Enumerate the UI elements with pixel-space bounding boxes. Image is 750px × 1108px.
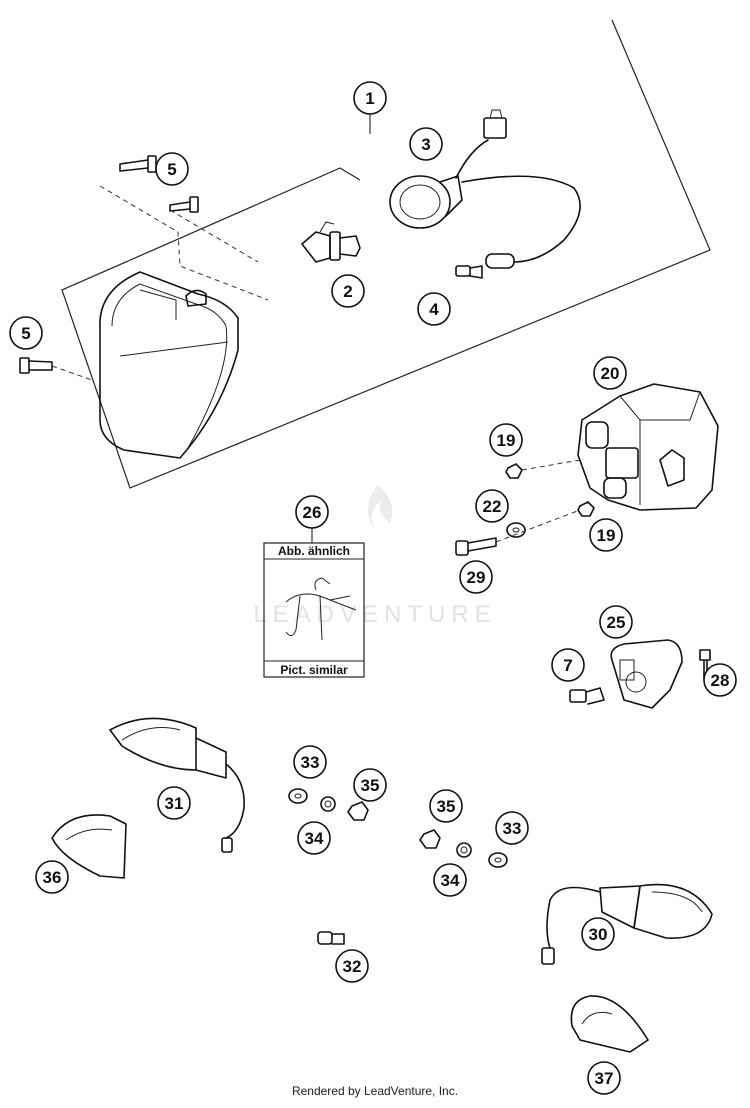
callout-32: 32 bbox=[335, 949, 369, 983]
callout-3: 3 bbox=[409, 127, 443, 161]
callout-36: 36 bbox=[35, 860, 69, 894]
svg-text:22: 22 bbox=[483, 497, 502, 516]
svg-text:35: 35 bbox=[361, 776, 380, 795]
svg-text:32: 32 bbox=[343, 957, 362, 976]
callout-25: 25 bbox=[599, 605, 633, 639]
callout-31: 31 bbox=[157, 786, 191, 820]
headlight-housing bbox=[99, 271, 239, 459]
assembly-frame bbox=[61, 19, 711, 489]
svg-text:19: 19 bbox=[597, 526, 616, 545]
headlight-bracket bbox=[577, 383, 719, 511]
bulb-32 bbox=[317, 931, 345, 945]
license-plate-light bbox=[610, 639, 683, 709]
turn-signal-right bbox=[541, 883, 713, 965]
svg-text:31: 31 bbox=[165, 794, 184, 813]
svg-text:5: 5 bbox=[21, 324, 30, 343]
watermark: LEADVENTURE bbox=[253, 485, 496, 628]
svg-text:26: 26 bbox=[303, 503, 322, 522]
nut-19-lower bbox=[577, 501, 595, 517]
turn-signal-lens-right bbox=[570, 995, 649, 1053]
washer-33-left bbox=[288, 788, 308, 804]
callout-2: 2 bbox=[331, 274, 365, 308]
callout-7: 7 bbox=[551, 648, 585, 682]
inset-top-label: Abb. ähnlich bbox=[278, 544, 350, 558]
svg-text:19: 19 bbox=[497, 431, 516, 450]
svg-text:33: 33 bbox=[301, 753, 320, 772]
callout-4: 4 bbox=[417, 292, 451, 326]
svg-text:34: 34 bbox=[441, 871, 460, 890]
nut-35-right bbox=[419, 829, 441, 849]
svg-text:29: 29 bbox=[467, 568, 486, 587]
wiring-harness-inset: Abb. ähnlich Pict. similar bbox=[263, 542, 365, 678]
nut-35-left bbox=[347, 801, 369, 821]
washer-33-right bbox=[488, 852, 508, 868]
svg-text:4: 4 bbox=[429, 300, 439, 319]
footer-credit: Rendered by LeadVenture, Inc. bbox=[291, 1084, 459, 1098]
watermark-text: LEADVENTURE bbox=[253, 601, 496, 628]
callout-34-left: 34 bbox=[297, 821, 331, 855]
callout-19-upper: 19 bbox=[489, 423, 523, 457]
callout-20: 20 bbox=[593, 356, 627, 390]
svg-text:30: 30 bbox=[589, 925, 608, 944]
svg-text:2: 2 bbox=[343, 282, 352, 301]
svg-text:35: 35 bbox=[437, 797, 456, 816]
callout-26: 26 bbox=[295, 495, 329, 543]
callout-35-right: 35 bbox=[429, 789, 463, 823]
lockwasher-34-right bbox=[456, 842, 472, 858]
bolt-5-lower bbox=[19, 357, 53, 374]
svg-text:33: 33 bbox=[503, 819, 522, 838]
svg-text:1: 1 bbox=[365, 89, 374, 108]
callout-29: 29 bbox=[459, 560, 493, 594]
washer-22 bbox=[506, 522, 526, 538]
svg-text:3: 3 bbox=[421, 135, 430, 154]
callout-33-right: 33 bbox=[495, 811, 529, 845]
inset-bottom-label: Pict. similar bbox=[280, 663, 348, 677]
callout-35-left: 35 bbox=[353, 768, 387, 802]
turn-signal-lens-left bbox=[51, 814, 127, 879]
svg-text:5: 5 bbox=[167, 160, 176, 179]
nut-19-upper bbox=[505, 459, 581, 479]
bulb-7 bbox=[569, 687, 605, 705]
headlight-bulb bbox=[301, 221, 361, 263]
svg-text:36: 36 bbox=[43, 868, 62, 887]
lockwasher-34-left bbox=[320, 796, 336, 812]
callout-1: 1 bbox=[353, 81, 387, 134]
callout-22: 22 bbox=[475, 489, 509, 523]
callout-34-right: 34 bbox=[433, 863, 467, 897]
bulb-socket-harness bbox=[389, 109, 581, 269]
callout-37: 37 bbox=[587, 1061, 621, 1095]
svg-text:37: 37 bbox=[595, 1069, 614, 1088]
turn-signal-left bbox=[109, 717, 245, 853]
bolt-5-upper-a bbox=[119, 155, 157, 173]
svg-text:20: 20 bbox=[601, 364, 620, 383]
parking-bulb bbox=[455, 265, 483, 279]
svg-text:28: 28 bbox=[711, 671, 730, 690]
callout-28: 28 bbox=[703, 663, 737, 697]
svg-text:25: 25 bbox=[607, 613, 626, 632]
svg-text:7: 7 bbox=[563, 656, 572, 675]
callout-5-lower: 5 bbox=[9, 316, 43, 350]
svg-text:34: 34 bbox=[305, 829, 324, 848]
bolt-5-upper-b bbox=[169, 196, 199, 213]
callout-33-left: 33 bbox=[293, 745, 327, 779]
callout-30: 30 bbox=[581, 917, 615, 951]
bolt-29 bbox=[455, 509, 581, 556]
callout-5-upper: 5 bbox=[155, 152, 189, 186]
callout-19-lower: 19 bbox=[589, 518, 623, 552]
